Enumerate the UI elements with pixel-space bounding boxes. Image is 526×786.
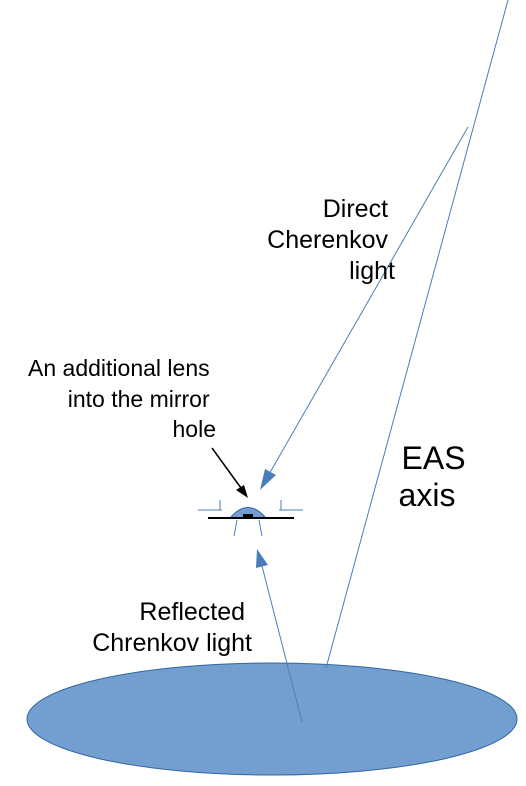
direct-light-arrowhead — [260, 469, 276, 490]
reflected-light-label-line-1: Reflected — [139, 598, 245, 626]
mirror-hole-marker — [243, 514, 253, 517]
direct-light-label: Direct Cherenkov light — [267, 195, 395, 285]
eas-axis-label-line-2: axis — [399, 477, 456, 513]
reflected-light-label-line-2: Chrenkov light — [92, 629, 252, 657]
reflected-light-ray — [261, 565, 303, 723]
reflected-light-label: Reflected Chrenkov light — [92, 598, 252, 657]
lens-pointer-arrowhead — [236, 485, 248, 498]
lens-right-leg — [258, 519, 263, 537]
eas-axis-label: EAS axis — [399, 440, 475, 513]
direct-light-label-line-1: Direct — [323, 195, 388, 223]
direct-light-label-line-3: light — [349, 257, 395, 285]
eas-axis-label-line-1: EAS — [402, 440, 466, 476]
detector — [198, 500, 303, 537]
direct-light-ray — [267, 126, 469, 477]
direct-light-label-line-2: Cherenkov — [267, 226, 388, 254]
reflected-light-arrowhead — [256, 549, 268, 568]
lens-label-line-3: hole — [173, 416, 216, 442]
lens-pointer-line — [211, 447, 242, 489]
lens-label: An additional lens into the mirror hole — [28, 355, 216, 442]
lens-left-leg — [233, 519, 238, 537]
eas-axis-line — [325, 0, 509, 669]
lens-label-line-2: into the mirror — [68, 386, 210, 412]
ground-surface — [26, 662, 518, 776]
lens-label-line-1: An additional lens — [28, 355, 210, 381]
